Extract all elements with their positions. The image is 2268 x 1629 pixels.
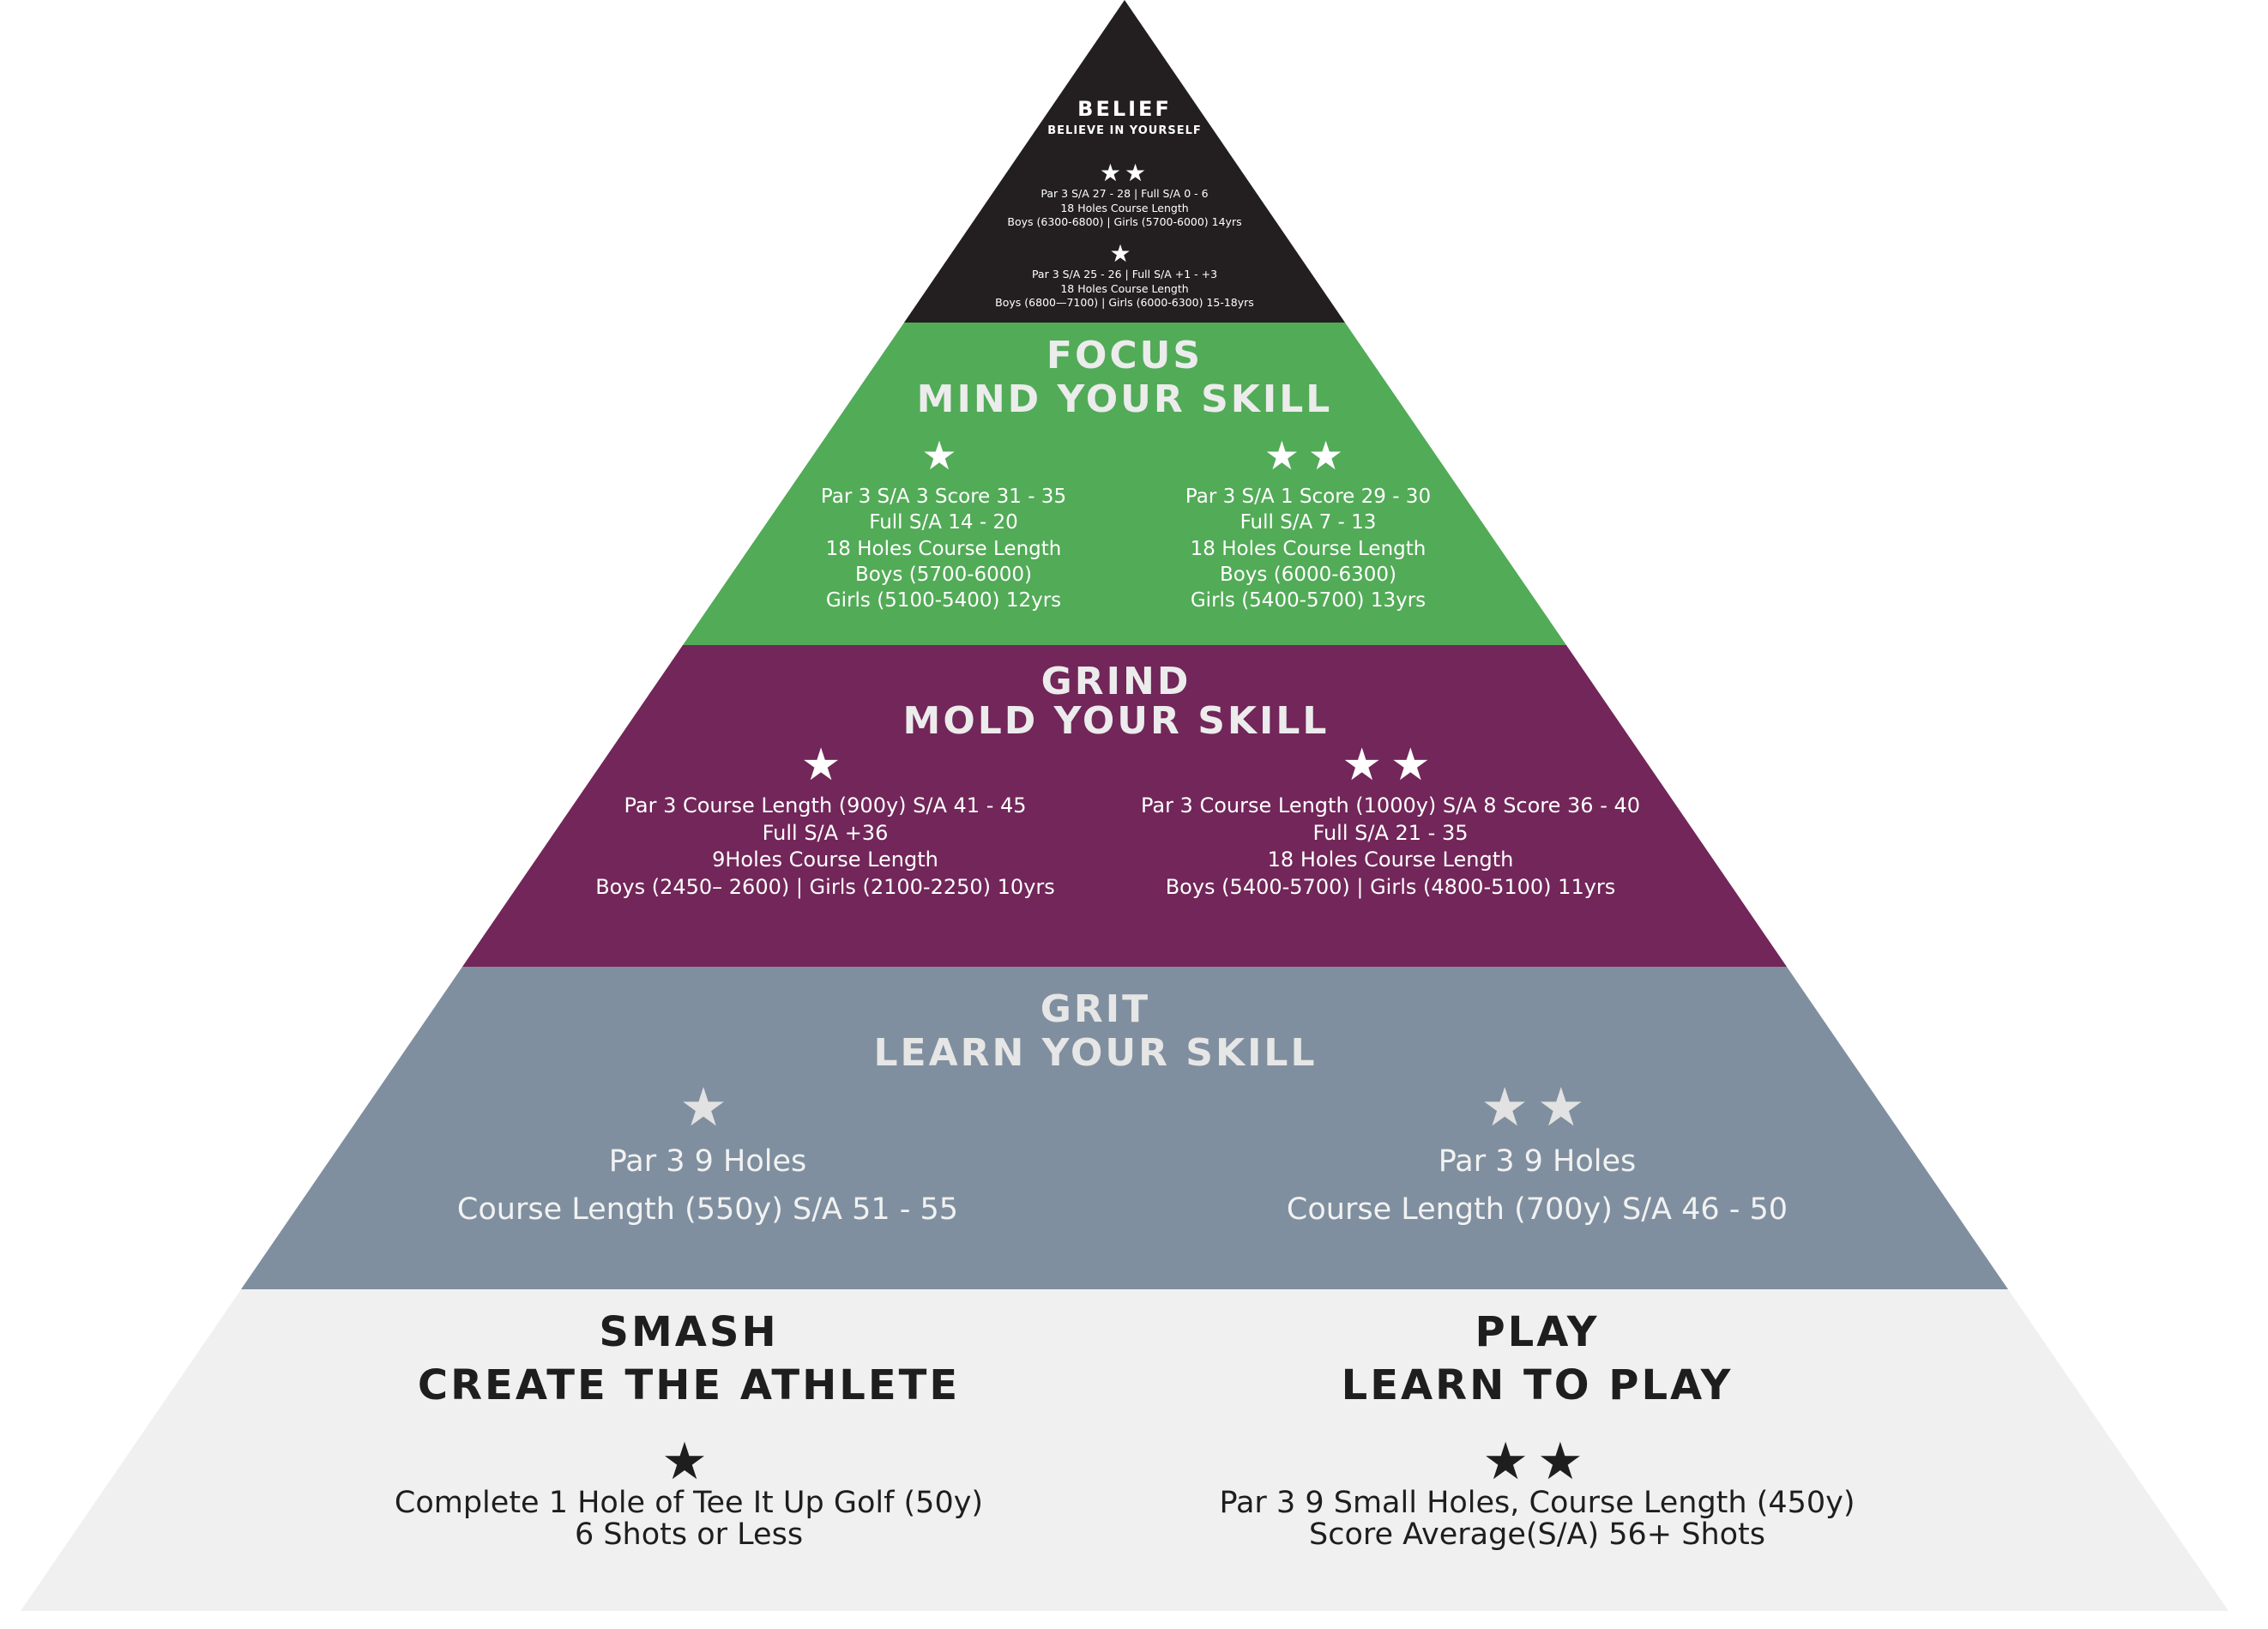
- grit-tier: [241, 967, 2008, 1289]
- detail-line: Complete 1 Hole of Tee It Up Golf (50y): [394, 1486, 984, 1520]
- smash-details: Complete 1 Hole of Tee It Up Golf (50y) …: [395, 1487, 983, 1551]
- play-heading: PLAY LEARN TO PLAY: [1342, 1306, 1734, 1413]
- focus-level-2: ★★ Par 3 S/A 1 Score 29 - 30 Full S/A 7 …: [1185, 436, 1431, 614]
- detail-line: Par 3 S/A 27 - 28 | Full S/A 0 - 6: [1041, 187, 1209, 200]
- grit-level-1: ★ Par 3 9 Holes Course Length (550y) S/A…: [457, 1081, 958, 1234]
- grind-subtitle: MOLD YOUR SKILL: [902, 699, 1330, 744]
- two-star-icon: ★★: [1481, 1076, 1594, 1138]
- detail-line: Boys (6800—7100) | Girls (6000-6300) 15-…: [995, 296, 1254, 309]
- grit-subtitle: LEARN YOUR SKILL: [873, 1030, 1318, 1075]
- grit-heading: GRIT LEARN YOUR SKILL: [873, 987, 1318, 1075]
- detail-line: Girls (5100-5400) 12yrs: [825, 589, 1062, 612]
- grit-level-1-details: Par 3 9 Holes Course Length (550y) S/A 5…: [457, 1137, 958, 1234]
- focus-title: FOCUS: [1046, 334, 1203, 377]
- grind-level-1-details: Par 3 Course Length (900y) S/A 41 - 45 F…: [595, 793, 1055, 902]
- two-star-icon: ★★: [1482, 1432, 1592, 1492]
- detail-line: Boys (5700-6000): [854, 564, 1033, 587]
- belief-level-1-details: Par 3 S/A 25 - 26 | Full S/A +1 - +3 18 …: [995, 268, 1254, 311]
- detail-line: Par 3 S/A 1 Score 29 - 30: [1185, 486, 1432, 508]
- belief-subtitle: BELIEVE IN YOURSELF: [1047, 124, 1202, 137]
- focus-level-1: ★ Par 3 S/A 3 Score 31 - 35 Full S/A 14 …: [821, 436, 1066, 614]
- detail-line: Full S/A +36: [762, 820, 889, 845]
- detail-line: Boys (6300-6800) | Girls (5700-6000) 14y…: [1007, 215, 1242, 228]
- detail-line: Full S/A 14 - 20: [869, 511, 1018, 534]
- focus-level-2-details: Par 3 S/A 1 Score 29 - 30 Full S/A 7 - 1…: [1185, 484, 1431, 614]
- detail-line: Par 3 9 Holes: [1438, 1144, 1637, 1179]
- focus-tier: [683, 323, 1566, 645]
- focus-subtitle: MIND YOUR SKILL: [916, 377, 1333, 421]
- base-tier: [21, 1289, 2229, 1611]
- smash-heading: SMASH CREATE THE ATHLETE: [418, 1306, 960, 1413]
- play-title: PLAY: [1475, 1308, 1600, 1356]
- detail-line: Course Length (700y) S/A 46 - 50: [1286, 1192, 1788, 1227]
- play-level: ★★ Par 3 9 Small Holes, Course Length (4…: [1219, 1436, 1855, 1551]
- detail-line: Girls (5400-5700) 13yrs: [1190, 589, 1427, 612]
- belief-title: BELIEF: [1077, 97, 1172, 121]
- smash-level: ★ Complete 1 Hole of Tee It Up Golf (50y…: [395, 1436, 983, 1551]
- grind-tier: [462, 645, 1787, 967]
- grind-level-2: ★★ Par 3 Course Length (1000y) S/A 8 Sco…: [1141, 743, 1640, 902]
- focus-heading: FOCUS MIND YOUR SKILL: [916, 334, 1333, 421]
- grind-title: GRIND: [1041, 660, 1191, 703]
- detail-line: Par 3 Course Length (900y) S/A 41 - 45: [624, 793, 1027, 818]
- belief-level-1: ★ Par 3 S/A 25 - 26 | Full S/A +1 - +3 1…: [995, 242, 1254, 311]
- detail-line: Full S/A 21 - 35: [1312, 820, 1469, 845]
- one-star-icon: ★: [661, 1432, 716, 1492]
- detail-line: Par 3 S/A 3 Score 31 - 35: [820, 486, 1067, 508]
- grind-level-2-details: Par 3 Course Length (1000y) S/A 8 Score …: [1141, 793, 1640, 902]
- detail-line: Par 3 9 Small Holes, Course Length (450y…: [1219, 1486, 1855, 1520]
- detail-line: 18 Holes Course Length: [1267, 848, 1514, 872]
- detail-line: Par 3 9 Holes: [608, 1144, 807, 1179]
- grit-level-2: ★★ Par 3 9 Holes Course Length (700y) S/…: [1287, 1081, 1788, 1234]
- detail-line: 18 Holes Course Length: [1060, 201, 1189, 214]
- play-details: Par 3 9 Small Holes, Course Length (450y…: [1219, 1487, 1855, 1551]
- detail-line: Par 3 S/A 25 - 26 | Full S/A +1 - +3: [1031, 268, 1218, 281]
- belief-level-2: ★★ Par 3 S/A 27 - 28 | Full S/A 0 - 6 18…: [1007, 161, 1241, 230]
- smash-subtitle: CREATE THE ATHLETE: [417, 1361, 961, 1410]
- detail-line: 6 Shots or Less: [574, 1517, 804, 1552]
- two-star-icon: ★★: [1342, 739, 1439, 791]
- detail-line: Boys (5400-5700) | Girls (4800-5100) 11y…: [1165, 875, 1616, 900]
- detail-line: Boys (6000-6300): [1219, 564, 1397, 587]
- detail-line: Score Average(S/A) 56+ Shots: [1308, 1517, 1766, 1552]
- belief-heading: BELIEF BELIEVE IN YOURSELF: [1047, 97, 1202, 138]
- grind-heading: GRIND MOLD YOUR SKILL: [902, 660, 1330, 744]
- detail-line: 18 Holes Course Length: [1190, 537, 1427, 560]
- grind-level-1: ★ Par 3 Course Length (900y) S/A 41 - 45…: [595, 743, 1055, 902]
- detail-line: Boys (2450– 2600) | Girls (2100-2250) 10…: [595, 875, 1055, 900]
- one-star-icon: ★: [1109, 239, 1140, 268]
- detail-line: Par 3 Course Length (1000y) S/A 8 Score …: [1140, 793, 1641, 818]
- two-star-icon: ★★: [1264, 432, 1353, 479]
- one-star-icon: ★: [679, 1076, 736, 1138]
- detail-line: 18 Holes Course Length: [825, 537, 1062, 560]
- belief-tier: [904, 0, 1345, 323]
- grit-title: GRIT: [1040, 987, 1151, 1031]
- focus-level-1-details: Par 3 S/A 3 Score 31 - 35 Full S/A 14 - …: [821, 484, 1066, 614]
- belief-level-2-details: Par 3 S/A 27 - 28 | Full S/A 0 - 6 18 Ho…: [1007, 187, 1241, 230]
- grit-level-2-details: Par 3 9 Holes Course Length (700y) S/A 4…: [1287, 1137, 1788, 1234]
- one-star-icon: ★: [800, 739, 850, 791]
- one-star-icon: ★: [921, 432, 966, 479]
- smash-title: SMASH: [599, 1308, 779, 1356]
- detail-line: Course Length (550y) S/A 51 - 55: [456, 1192, 959, 1227]
- detail-line: 18 Holes Course Length: [1060, 281, 1189, 295]
- detail-line: 9Holes Course Length: [712, 848, 938, 872]
- play-subtitle: LEARN TO PLAY: [1341, 1361, 1734, 1410]
- two-star-icon: ★★: [1099, 159, 1150, 187]
- detail-line: Full S/A 7 - 13: [1240, 511, 1377, 534]
